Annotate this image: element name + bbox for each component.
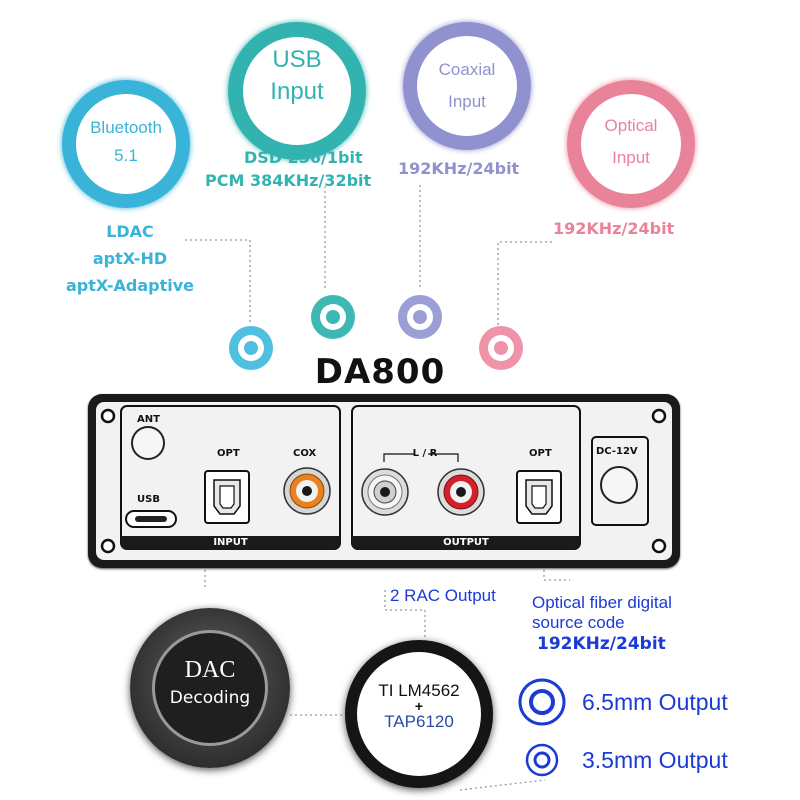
usb-spec-pcm: PCM 384KHz/32bit <box>205 171 372 190</box>
bluetooth-label: Bluetooth 5.1 <box>90 118 162 165</box>
coaxial-label: Coaxial Input <box>438 60 496 111</box>
usb-port-label: USB <box>137 494 160 505</box>
lr-label: L / R <box>412 448 438 459</box>
input-section-label: INPUT <box>121 536 340 550</box>
antenna-jack <box>131 426 165 460</box>
product-title: DA800 <box>314 352 446 392</box>
output-section-label: OUTPUT <box>352 536 580 550</box>
output-jack-icons <box>518 678 566 777</box>
usb-small-ring <box>311 295 355 339</box>
optical-spec: 192KHz/24bit <box>553 219 675 238</box>
lr-bracket <box>383 453 459 462</box>
bottom-connector <box>459 779 546 791</box>
rac-connector <box>384 590 426 645</box>
optical-connector <box>497 241 555 330</box>
rac-output-label: 2 RAC Output <box>390 586 496 605</box>
cox-label: COX <box>293 448 317 459</box>
screw-top-right <box>651 408 667 424</box>
opt-out-label: OPT <box>529 448 552 459</box>
dc-section <box>591 436 649 526</box>
usb-specs: DSD 256/1bit <box>244 148 363 167</box>
opt-in-label: OPT <box>217 448 240 459</box>
dac-label: DAC Decoding <box>169 657 251 708</box>
coaxial-spec: 192KHz/24bit <box>398 159 520 178</box>
optical-input-port <box>204 470 250 524</box>
jack-3-5mm-icon <box>525 743 559 777</box>
coaxial-port <box>283 467 331 515</box>
bluetooth-connector <box>185 239 251 325</box>
screw-bottom-left <box>100 538 116 554</box>
bluetooth-specs: LDAC aptX-HD aptX-Adaptive <box>65 222 195 295</box>
optical-label: Optical Input <box>604 116 658 167</box>
rca-right-port <box>437 468 485 516</box>
coaxial-small-ring <box>398 295 442 339</box>
jack-6-5mm-icon <box>518 678 566 726</box>
bluetooth-small-ring <box>229 326 273 370</box>
usb-c-port <box>125 510 177 528</box>
output-6-5mm-label: 6.5mm Output <box>582 689 728 715</box>
usb-label: USB Input <box>270 46 324 105</box>
optical-fiber-spec: 192KHz/24bit <box>537 634 666 654</box>
screw-bottom-right <box>651 538 667 554</box>
dc-power-jack <box>600 466 638 504</box>
optical-output-port <box>516 470 562 524</box>
screw-top-left <box>100 408 116 424</box>
optical-small-ring <box>479 326 523 370</box>
dac-inner-disc <box>152 630 268 746</box>
output-3-5mm-label: 3.5mm Output <box>582 747 728 773</box>
chip-inner-disc <box>357 652 481 776</box>
ant-label: ANT <box>137 414 160 425</box>
chip-label: TI LM4562 + TAP6120 <box>378 681 460 732</box>
optical-fiber-label: Optical fiber digital source code <box>532 593 672 632</box>
rca-left-port <box>361 468 409 516</box>
dc-label: DC-12V <box>596 446 638 457</box>
